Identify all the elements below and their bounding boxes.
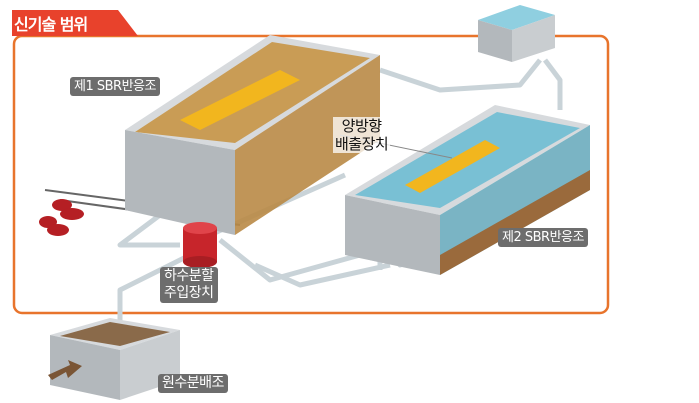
blowers xyxy=(39,199,84,236)
distribution-tank xyxy=(48,318,180,400)
effluent-tank xyxy=(478,5,555,62)
title-tab xyxy=(12,10,138,36)
sbr-tank-1 xyxy=(125,35,380,235)
inlet-splitter xyxy=(183,222,217,268)
sbr2-label: 제2 SBR반응조 xyxy=(498,228,588,247)
sbr1-label: 제1 SBR반응조 xyxy=(70,77,160,96)
decanter-1 xyxy=(180,70,300,130)
scope-title: 신기술 범위 xyxy=(14,15,88,34)
scope-border xyxy=(12,34,610,315)
inlet-label-line2: 주입장치 xyxy=(164,285,214,301)
decanter-2 xyxy=(405,140,500,193)
inflow-arrow-icon xyxy=(48,360,82,380)
distribution-tank-label: 원수분배조 xyxy=(158,374,228,393)
outlet-label-line1: 양방향 xyxy=(341,117,382,135)
inlet-device-label: 하수분할 주입장치 xyxy=(160,267,218,303)
inlet-label-line1: 하수분할 xyxy=(164,268,214,284)
outlet-device-label: 양방향 배출장치 xyxy=(333,117,391,153)
sbr-tank-2 xyxy=(345,105,590,275)
outlet-label-line2: 배출장치 xyxy=(335,135,389,153)
